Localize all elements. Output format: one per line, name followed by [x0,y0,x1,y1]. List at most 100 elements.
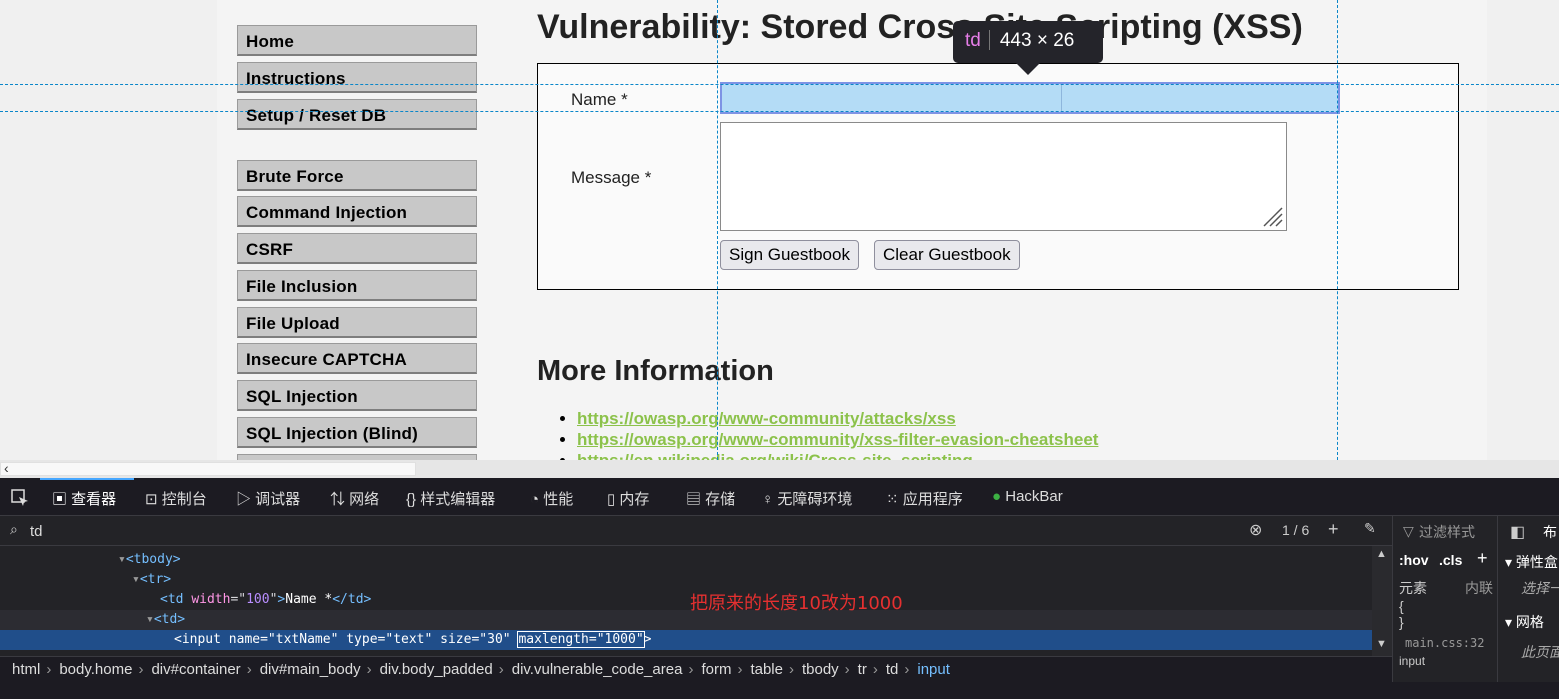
markup-vertical-scrollbar[interactable]: ▲ ▼ [1372,546,1392,656]
chevron-right-icon: › [498,661,504,678]
breadcrumb-item[interactable]: html [12,661,41,678]
style-editor-icon: {} [406,491,421,508]
tab-network[interactable]: ⇅ 网络 [330,491,380,508]
breadcrumb-item[interactable]: input [917,661,950,678]
filter-styles-input[interactable]: 过滤样式 [1419,524,1475,540]
annotation-note: 把原来的长度10改为1000 [690,593,903,614]
highlight-guide-bottom [0,111,1559,112]
pick-element-icon[interactable] [10,488,30,508]
breadcrumb-item[interactable]: div.body_padded [379,661,493,678]
brace-open: { [1399,598,1404,614]
accessibility-icon: ♀ [762,491,778,508]
chevron-right-icon: › [788,661,794,678]
debugger-icon: ▷ [236,491,256,508]
name-input-content-highlight [722,84,1062,112]
menu-item-brute-force[interactable]: Brute Force [237,160,477,191]
breadcrumb-item[interactable]: td [885,661,899,678]
performance-icon: ◔ [530,491,544,508]
tab-hackbar[interactable]: ● HackBar [992,488,1063,505]
breadcrumb-item[interactable]: tr [857,661,867,678]
list-item: https://owasp.org/www-community/xss-filt… [577,429,1098,450]
application-icon: ⁙ [886,491,903,508]
breadcrumb-item[interactable]: table [750,661,783,678]
scroll-up-icon[interactable]: ▲ [1376,548,1387,560]
tab-application[interactable]: ⁙ 应用程序 [886,491,963,508]
tab-memory[interactable]: ▯ 内存 [607,491,650,508]
memory-icon: ▯ [607,491,620,508]
add-node-icon[interactable]: + [1328,519,1339,539]
breadcrumb-item[interactable]: form [701,661,732,678]
search-icon: ⌕ [10,521,18,537]
tab-console[interactable]: ⊡ 控制台 [145,491,207,508]
chevron-right-icon: › [904,661,910,678]
breadcrumb-item[interactable]: div#container [151,661,241,678]
filter-icon: ▽ [1403,523,1414,539]
eyedropper-icon[interactable]: ✎ [1364,520,1376,536]
menu-item-setup[interactable]: Setup / Reset DB [237,99,477,130]
brace-close: } [1399,614,1404,630]
dvwa-page: Home Instructions Setup / Reset DB Brute… [217,0,1487,460]
breadcrumb-item[interactable]: tbody [801,661,839,678]
flexbox-section[interactable]: ▾ 弹性盒 [1505,554,1558,570]
markup-line-input-selected[interactable]: <input name="txtName" type="text" size="… [0,630,1372,650]
toggle-sidebar-icon[interactable]: ◧ [1510,524,1526,541]
console-icon: ⊡ [145,491,162,508]
menu-item-file-upload[interactable]: File Upload [237,307,477,338]
menu-item-sql-injection[interactable]: SQL Injection [237,380,477,411]
breadcrumb-item[interactable]: div#main_body [259,661,361,678]
link-owasp-cheatsheet[interactable]: https://owasp.org/www-community/xss-filt… [577,430,1099,449]
grid-hint: 此页面 [1521,644,1559,660]
tab-inspector[interactable]: ▣ 查看器 [52,491,117,508]
link-wikipedia[interactable]: https://en.wikipedia.org/wiki/Cross-site… [577,451,973,460]
scroll-left-icon[interactable]: ‹ [4,460,9,476]
menu-item-file-inclusion[interactable]: File Inclusion [237,270,477,301]
tab-debugger[interactable]: ▷ 调试器 [236,491,301,508]
tab-style-editor[interactable]: {} 样式编辑器 [406,491,496,508]
menu-item-home[interactable]: Home [237,25,477,56]
breadcrumb-item[interactable]: body.home [59,661,133,678]
rule-source-link[interactable]: main.css:32 [1405,636,1485,650]
more-info-links: https://owasp.org/www-community/attacks/… [577,408,1098,460]
list-item: https://en.wikipedia.org/wiki/Cross-site… [577,450,1098,460]
resize-grip-icon[interactable] [1260,204,1284,228]
menu-item-next[interactable] [237,454,477,460]
scroll-down-icon[interactable]: ▼ [1376,638,1387,650]
cls-toggle[interactable]: .cls [1439,552,1463,568]
grid-section[interactable]: ▾ 网格 [1505,614,1544,630]
markup-line-td-name[interactable]: <td width="100">Name *</td> [160,592,372,607]
message-textarea[interactable] [720,122,1287,231]
scrollbar-thumb[interactable] [0,462,416,476]
add-rule-icon[interactable]: + [1477,548,1488,568]
tab-performance[interactable]: ◔ 性能 [530,491,574,508]
clear-guestbook-button[interactable]: Clear Guestbook [874,240,1020,270]
tab-storage[interactable]: ▤ 存储 [686,491,736,508]
markup-search-bar: ⌕ td ⊗ 1 / 6 + ✎ [0,516,1392,546]
network-icon: ⇅ [330,491,350,508]
inspector-icon: ▣ [52,491,72,508]
message-label: Message * [571,168,652,187]
devtools-panel: ▣ 查看器 ⊡ 控制台 ▷ 调试器 ⇅ 网络 {} 样式编辑器 ◔ 性能 ▯ 内… [0,478,1559,699]
horizontal-scrollbar[interactable]: ‹ [0,460,1559,478]
menu-item-insecure-captcha[interactable]: Insecure CAPTCHA [237,343,477,374]
storage-icon: ▤ [686,491,706,508]
markup-line-td[interactable]: ▾<td> [0,610,1372,630]
sign-guestbook-button[interactable]: Sign Guestbook [720,240,859,270]
menu-item-sql-injection-blind[interactable]: SQL Injection (Blind) [237,417,477,448]
markup-line-tr[interactable]: ▾<tr> [132,572,172,587]
markup-line-tbody[interactable]: ▾<tbody> [118,552,181,567]
clear-search-icon[interactable]: ⊗ [1249,522,1263,539]
tab-accessibility[interactable]: ♀ 无障碍环境 [762,491,853,508]
hov-toggle[interactable]: :hov [1399,552,1429,568]
list-item: https://owasp.org/www-community/attacks/… [577,408,1098,429]
link-owasp-xss[interactable]: https://owasp.org/www-community/attacks/… [577,409,956,428]
markup-view: ▾<tbody> ▾<tr> <td width="100">Name *</t… [0,546,1372,656]
layout-tab[interactable]: 布 [1543,524,1557,540]
menu-item-csrf[interactable]: CSRF [237,233,477,264]
name-input[interactable] [720,82,1340,114]
menu-item-command-injection[interactable]: Command Injection [237,196,477,227]
search-input[interactable]: td [30,523,43,540]
menu-item-instructions[interactable]: Instructions [237,62,477,93]
breadcrumb-item[interactable]: div.vulnerable_code_area [511,661,683,678]
maxlength-attribute-editor[interactable]: maxlength="1000" [517,631,645,648]
